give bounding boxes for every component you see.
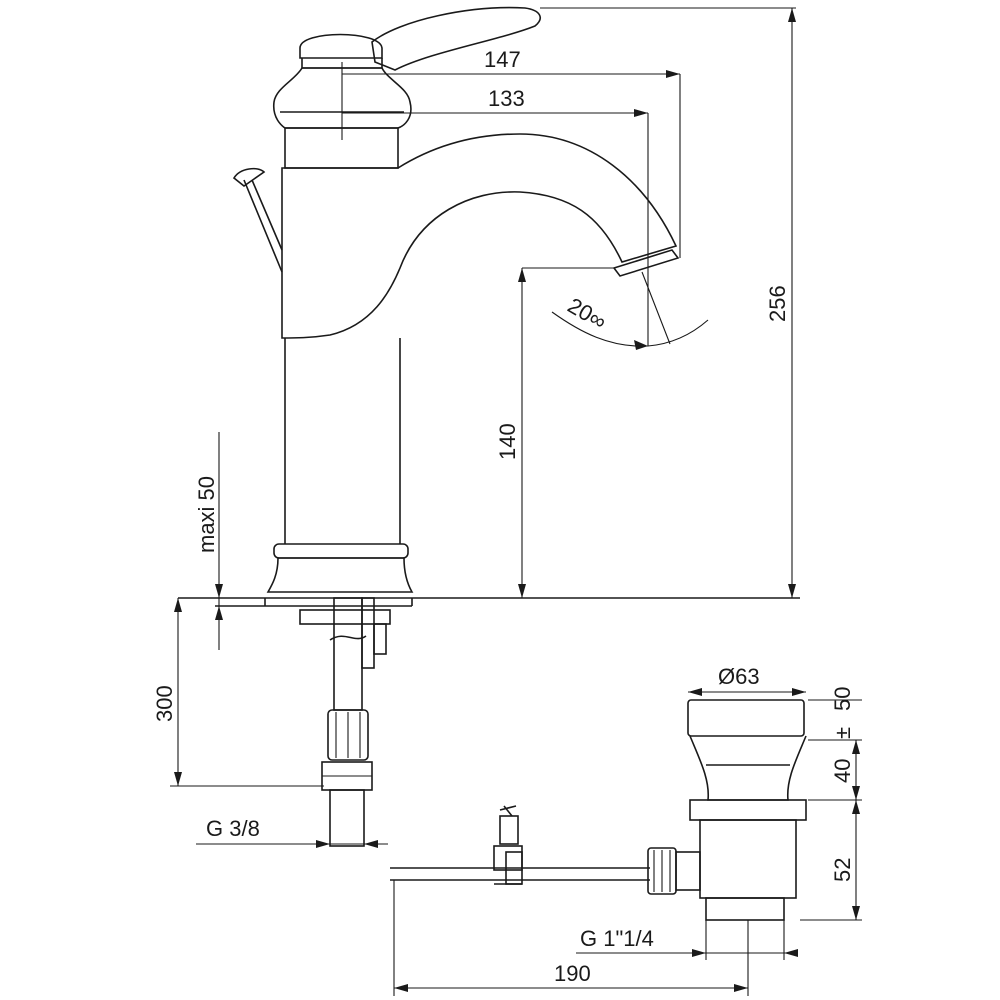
- base-flange: [266, 557, 414, 593]
- dim-190: 190: [393, 880, 749, 996]
- dim-angle: 20∞: [551, 271, 709, 350]
- dim-300: 300: [152, 598, 324, 787]
- dim-147-label: 147: [484, 47, 521, 72]
- dim-140: 140: [495, 267, 614, 598]
- dim-300-label: 300: [152, 685, 177, 722]
- dim-maxi-50: maxi 50: [194, 432, 223, 650]
- dim-g114-label: G 1"1/4: [580, 926, 654, 951]
- dim-maxi-label: maxi 50: [194, 476, 219, 553]
- dim-190-label: 190: [554, 961, 591, 986]
- dim-g38-label: G 3/8: [206, 816, 260, 841]
- popup-rod: [243, 179, 283, 273]
- dim-133: 133: [342, 86, 649, 346]
- rod-clamp: [493, 805, 523, 885]
- dim-40-label: 40: [830, 759, 855, 783]
- dim-dia63-label: Ø63: [718, 664, 760, 689]
- handle-cap: [299, 33, 383, 59]
- fixing-assembly: [299, 597, 391, 669]
- column: [284, 338, 401, 544]
- dim-g38: G 3/8: [196, 816, 388, 848]
- dim-147: 147: [341, 47, 681, 258]
- dim-256-label: 256: [765, 285, 790, 322]
- dim-pm-label: ±: [830, 727, 855, 739]
- dim-50-label: 50: [830, 687, 855, 711]
- dim-140-label: 140: [495, 423, 520, 460]
- braided-hose: [321, 597, 373, 847]
- spout-body: [281, 133, 678, 339]
- dim-133-label: 133: [488, 86, 525, 111]
- faucet-outline: [232, 6, 680, 593]
- dim-angle-label: 20∞: [564, 293, 611, 335]
- dim-256: 256: [540, 7, 796, 598]
- drain-assembly: [390, 699, 807, 921]
- handle-lever: [371, 6, 541, 71]
- dim-dia63: Ø63: [688, 664, 806, 696]
- dim-g114: G 1"1/4: [576, 920, 798, 960]
- dim-52-label: 52: [830, 858, 855, 882]
- dim-drain-heights: 50 ± 40 52: [800, 687, 862, 921]
- aerator: [612, 249, 680, 277]
